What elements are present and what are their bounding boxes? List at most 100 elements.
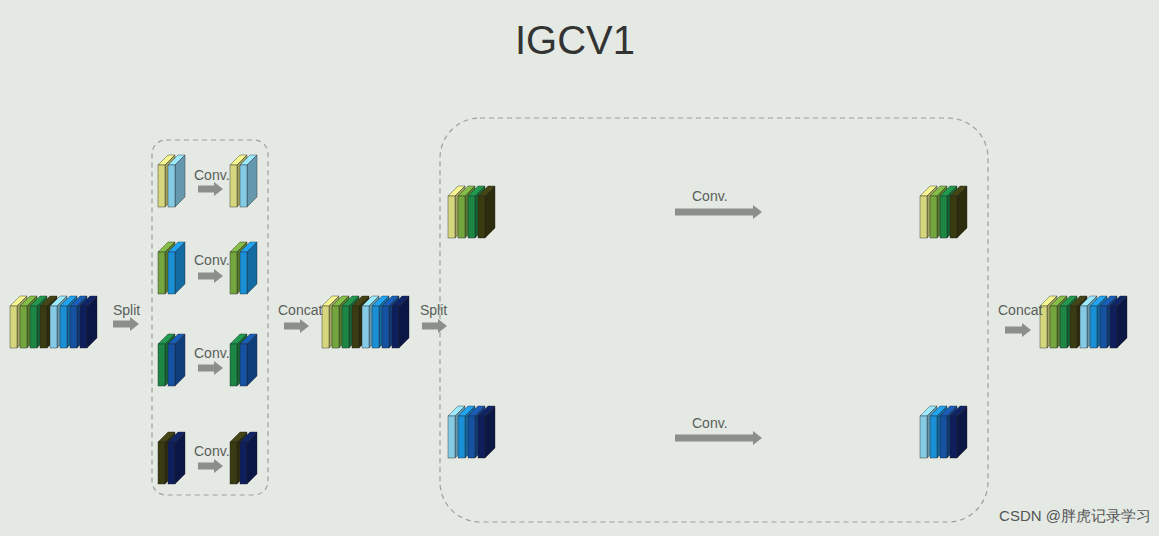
slab-front <box>382 306 389 348</box>
slab-front <box>468 196 475 238</box>
operation-label: Split <box>113 303 140 318</box>
slab-front <box>158 442 165 484</box>
slab-front <box>950 416 957 458</box>
flow-arrow <box>1005 323 1031 337</box>
slab-front <box>332 306 339 348</box>
feature-map-stack <box>10 296 97 348</box>
slab-side <box>485 186 495 238</box>
operation-label: Split <box>420 303 447 318</box>
slab-front <box>230 165 237 207</box>
slab-side <box>957 406 967 458</box>
feature-map-stack <box>158 334 185 386</box>
slab-front <box>168 165 175 207</box>
slab-front <box>1110 306 1117 348</box>
flow-arrow <box>675 431 762 445</box>
slab-front <box>930 416 937 458</box>
flow-arrow <box>675 205 762 219</box>
feature-map-stack <box>920 406 967 458</box>
slab-front <box>50 306 57 348</box>
slab-side <box>175 334 185 386</box>
slab-front <box>352 306 359 348</box>
flow-arrow <box>198 459 223 473</box>
slab-side <box>247 432 257 484</box>
slab-front <box>1090 306 1097 348</box>
slab-front <box>342 306 349 348</box>
slab-front <box>158 165 165 207</box>
slab-front <box>940 416 947 458</box>
slab-front <box>168 252 175 294</box>
slab-side <box>247 155 257 207</box>
slab-front <box>230 252 237 294</box>
slab-front <box>30 306 37 348</box>
slab-front <box>930 196 937 238</box>
slab-side <box>485 406 495 458</box>
feature-map-stack <box>322 296 409 348</box>
operation-label: Conv. <box>194 168 230 183</box>
slab-front <box>158 252 165 294</box>
diagram-title: IGCV1 <box>515 20 635 60</box>
slab-front <box>80 306 87 348</box>
feature-map-stack <box>230 242 257 294</box>
slab-front <box>1100 306 1107 348</box>
operation-label: Concat <box>998 303 1042 318</box>
slab-front <box>10 306 17 348</box>
slab-front <box>478 196 485 238</box>
flow-arrow <box>113 317 139 331</box>
slab-front <box>468 416 475 458</box>
slab-front <box>920 196 927 238</box>
slab-front <box>240 165 247 207</box>
operation-label: Conv. <box>194 346 230 361</box>
feature-map-stack <box>230 155 257 207</box>
slab-front <box>322 306 329 348</box>
flow-arrow <box>198 182 223 196</box>
slab-side <box>957 186 967 238</box>
group-outline <box>152 140 268 495</box>
slab-front <box>70 306 77 348</box>
feature-map-stack <box>230 432 257 484</box>
slab-side <box>399 296 409 348</box>
flow-arrow <box>284 319 309 333</box>
slab-side <box>175 432 185 484</box>
feature-map-stack <box>448 406 495 458</box>
slab-front <box>168 344 175 386</box>
slab-front <box>230 442 237 484</box>
operation-label: Conv. <box>194 444 230 459</box>
slab-front <box>448 416 455 458</box>
slab-front <box>240 252 247 294</box>
slab-front <box>478 416 485 458</box>
slab-front <box>950 196 957 238</box>
operation-label: Conv. <box>194 253 230 268</box>
slab-front <box>40 306 47 348</box>
slab-front <box>392 306 399 348</box>
slab-front <box>940 196 947 238</box>
group-outline <box>440 118 988 522</box>
slab-front <box>1050 306 1057 348</box>
slab-side <box>175 155 185 207</box>
operation-label: Conv. <box>692 416 728 431</box>
slab-side <box>247 242 257 294</box>
feature-map-stack <box>920 186 967 238</box>
feature-map-stack <box>158 155 185 207</box>
slab-front <box>20 306 27 348</box>
operation-label: Conv. <box>692 189 728 204</box>
operation-label: Concat <box>278 303 322 318</box>
feature-map-stack <box>230 334 257 386</box>
slab-front <box>1080 306 1087 348</box>
slab-front <box>372 306 379 348</box>
slab-front <box>920 416 927 458</box>
watermark: CSDN @胖虎记录学习 <box>999 508 1151 525</box>
slab-side <box>175 242 185 294</box>
slab-side <box>1117 296 1127 348</box>
slab-front <box>458 196 465 238</box>
flow-arrow <box>422 319 447 333</box>
slab-front <box>448 196 455 238</box>
feature-map-stack <box>158 242 185 294</box>
slab-side <box>247 334 257 386</box>
flow-arrow <box>198 269 223 283</box>
slab-front <box>1060 306 1067 348</box>
slab-front <box>458 416 465 458</box>
slab-front <box>1070 306 1077 348</box>
slab-front <box>362 306 369 348</box>
flow-arrow <box>198 361 223 375</box>
